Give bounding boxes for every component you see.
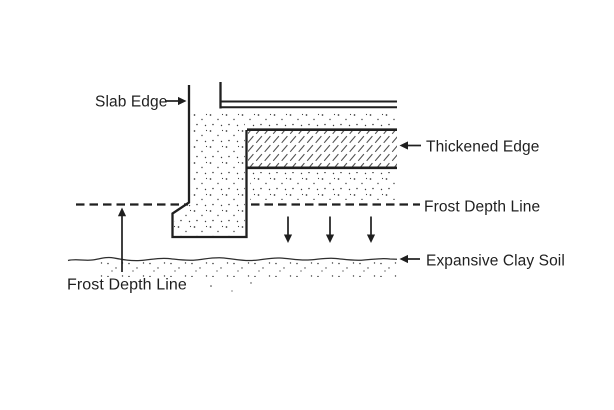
down-arrow-icon bbox=[283, 216, 293, 243]
thickened-edge-label: Thickened Edge bbox=[426, 139, 539, 156]
footing-outline bbox=[171, 85, 248, 239]
soil-stray-dots bbox=[210, 282, 252, 292]
expansive-clay-soil-label: Expansive Clay Soil bbox=[426, 253, 565, 270]
footing-concrete-fill bbox=[174, 112, 245, 236]
subslab-upper-fill bbox=[249, 111, 396, 128]
soil-stipple-fill bbox=[100, 262, 397, 277]
frost-depth-line-right-label: Frost Depth Line bbox=[424, 199, 540, 216]
thickened-edge-arrow-icon bbox=[399, 141, 421, 150]
slab-edge-arrow-icon bbox=[165, 96, 187, 106]
frost-depth-line-bottom-label: Frost Depth Line bbox=[67, 277, 187, 294]
soil-surface-line bbox=[67, 256, 398, 262]
down-arrow-icon bbox=[325, 216, 335, 243]
heave-arrows bbox=[283, 216, 376, 243]
up-arrow-icon bbox=[117, 207, 127, 272]
down-arrow-icon bbox=[366, 216, 376, 243]
subslab-lower-fill bbox=[250, 172, 396, 200]
thickened-edge-hatch bbox=[248, 131, 397, 167]
expansive-clay-arrow-icon bbox=[399, 254, 420, 264]
slab-edge-label: Slab Edge bbox=[95, 94, 167, 111]
